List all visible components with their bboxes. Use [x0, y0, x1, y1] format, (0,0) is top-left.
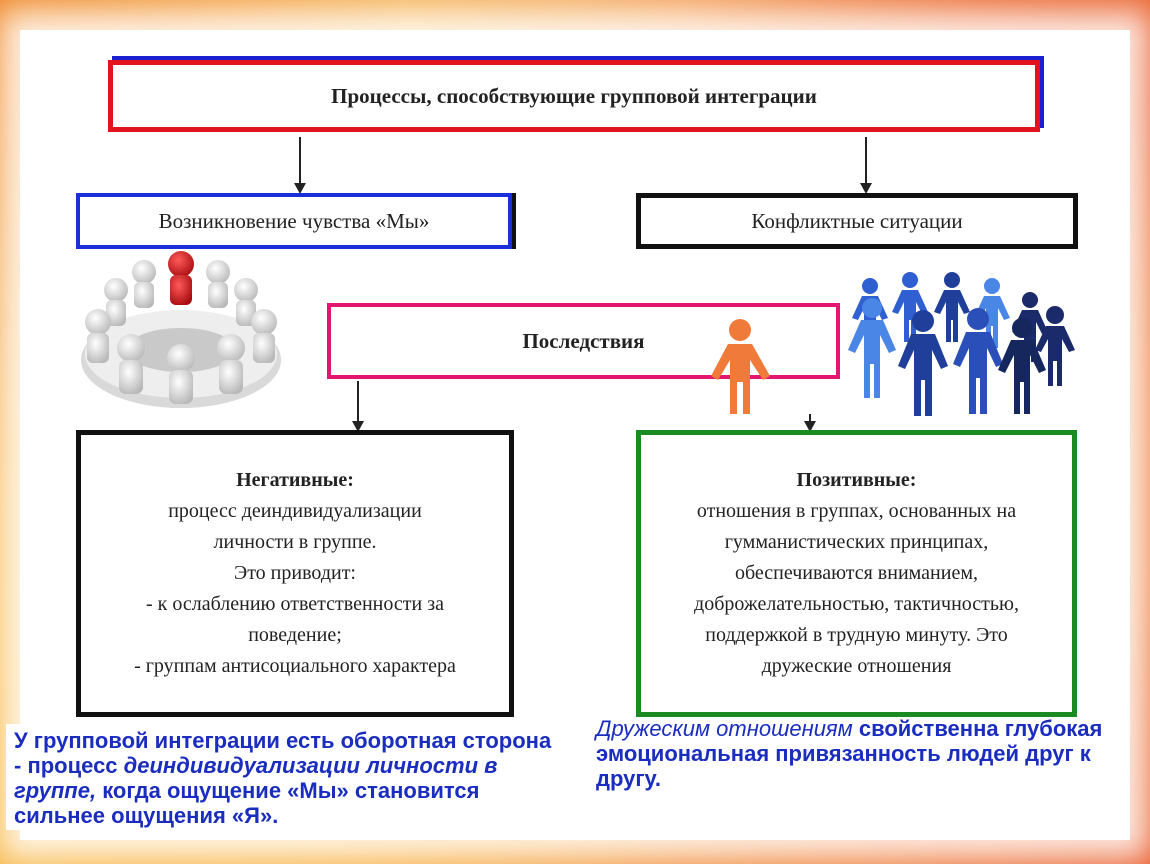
negative-heading: Негативные: — [236, 469, 354, 491]
positive-line: обеспечиваются вниманием, — [735, 562, 978, 584]
positive-line: доброжелательностью, тактичностью, — [694, 593, 1019, 615]
note-left-part3: когда ощущение «Мы» становится сильнее о… — [14, 778, 480, 828]
title-box: Процессы, способствующие групповой интег… — [108, 60, 1040, 132]
lone-orange-figure-icon — [711, 319, 770, 414]
positive-box: Позитивные: отношения в группах, основан… — [636, 430, 1077, 717]
we-feeling-text: Возникновение чувства «Мы» — [158, 208, 430, 233]
positive-line: дружеские отношения — [761, 655, 952, 677]
note-right-part2: свойственна глубокая эмоциональная привя… — [596, 716, 1103, 791]
title-text: Процессы, способствующие групповой интег… — [331, 83, 817, 108]
positive-line: поддержкой в трудную минуту. Это — [705, 624, 1008, 646]
negative-line: - к ослаблению ответственности за — [146, 593, 444, 615]
arrow-title-right — [860, 137, 872, 194]
positive-line: гумманистических принципах, — [724, 531, 989, 553]
note-right-part1: Дружеским отношениям — [596, 716, 853, 741]
conflict-situations-text: Конфликтные ситуации — [751, 208, 963, 233]
negative-box: Негативные: процесс деиндивидуализации л… — [76, 430, 514, 717]
note-left-part1: У групповой интеграции есть оборотная ст… — [14, 728, 552, 778]
negative-line: личности в группе. — [213, 531, 377, 553]
arrow-conseq-left — [352, 381, 364, 432]
consequences-text: Последствия — [522, 328, 645, 353]
we-feeling-box: Возникновение чувства «Мы» — [76, 193, 512, 249]
negative-line: - группам антисоциального характера — [134, 655, 456, 677]
note-left-part2: деиндивидуализации личности в группе, — [14, 753, 498, 803]
note-right: Дружеским отношениям свойственна глубока… — [596, 716, 1146, 791]
negative-line: процесс деиндивидуализации — [168, 500, 422, 522]
negative-line: Это приводит: — [234, 562, 356, 584]
positive-heading: Позитивные: — [796, 469, 917, 491]
positive-line: отношения в группах, основанных на — [696, 500, 1017, 522]
arrow-conseq-right — [804, 414, 816, 432]
arrow-title-left — [294, 137, 306, 194]
conflict-situations-box: Конфликтные ситуации — [636, 193, 1078, 249]
group-circle-figures-icon — [81, 251, 281, 408]
negative-line: поведение; — [248, 624, 342, 646]
note-left: У групповой интеграции есть оборотная ст… — [6, 724, 562, 830]
